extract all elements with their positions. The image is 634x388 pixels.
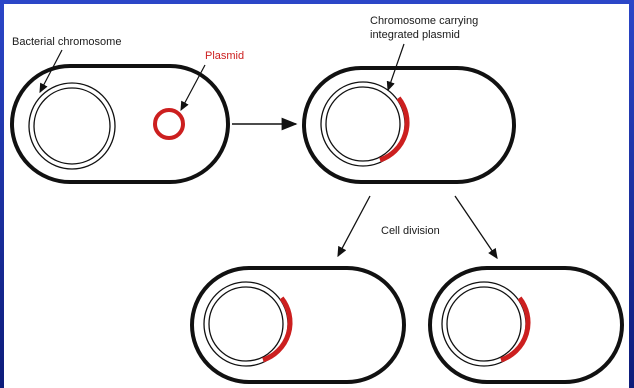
label-plasmid: Plasmid bbox=[205, 50, 244, 62]
label-cell-division: Cell division bbox=[381, 225, 440, 237]
white-panel bbox=[4, 4, 629, 388]
label-chromosome-carrying-line2: integrated plasmid bbox=[370, 29, 460, 41]
label-bacterial-chromosome: Bacterial chromosome bbox=[12, 36, 121, 48]
label-chromosome-carrying-line1: Chromosome carrying bbox=[370, 15, 478, 27]
